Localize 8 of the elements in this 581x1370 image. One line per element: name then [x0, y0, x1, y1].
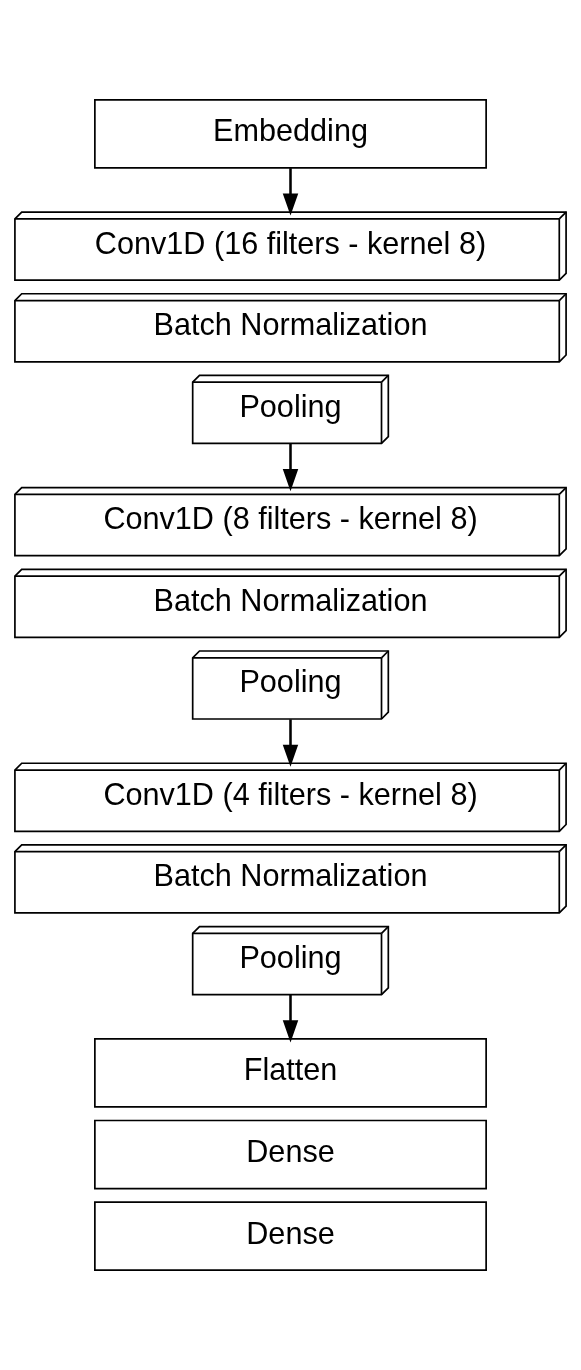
arrow [282, 719, 299, 767]
arrow [282, 994, 299, 1043]
node-box: Dense [94, 1201, 487, 1272]
arrow [282, 443, 299, 492]
node-box: Flatten [94, 1038, 487, 1108]
node-box: Embedding [94, 98, 487, 169]
arrow [282, 168, 299, 216]
node-box: Dense [94, 1119, 487, 1190]
